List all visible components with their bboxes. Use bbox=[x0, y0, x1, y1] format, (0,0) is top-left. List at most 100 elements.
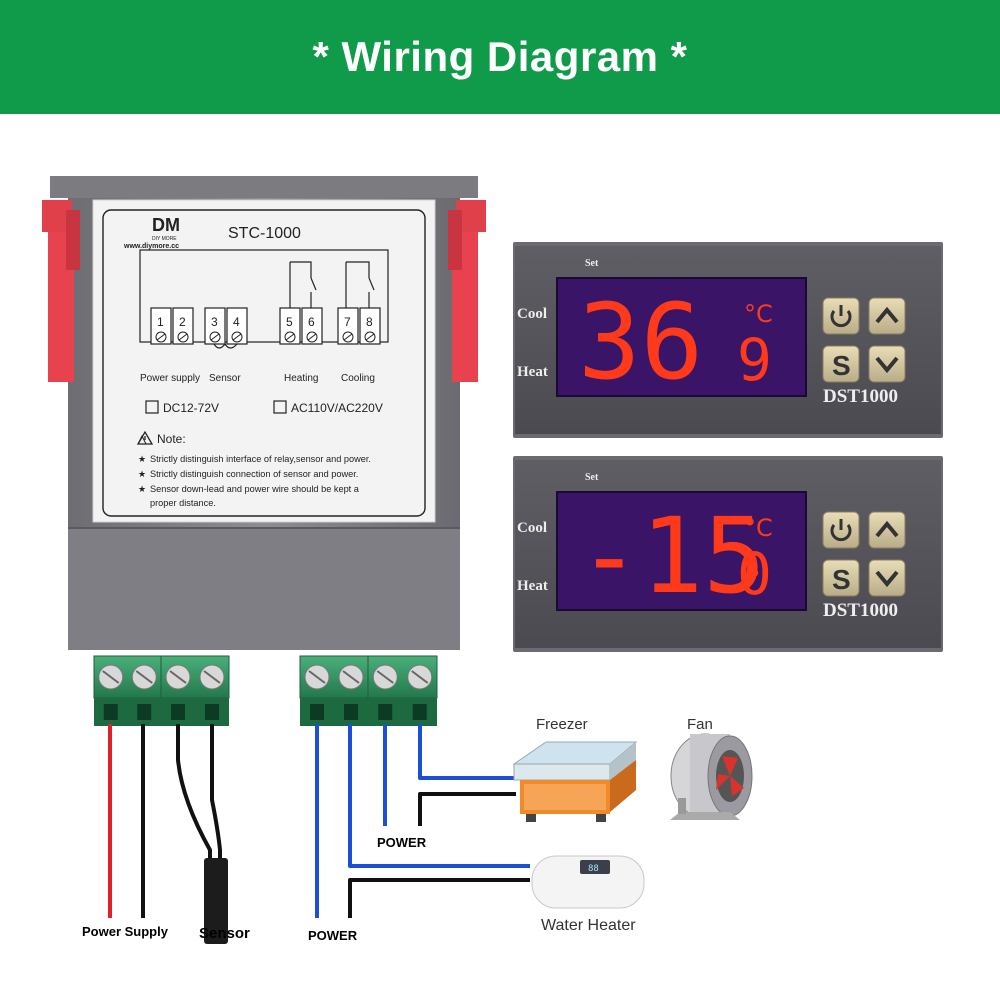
label-sensor-wire: Sensor bbox=[199, 925, 250, 942]
svg-text:★: ★ bbox=[138, 454, 146, 464]
power-icon bbox=[830, 519, 852, 542]
screw-terminals bbox=[93, 655, 438, 726]
screw-symbol bbox=[342, 331, 354, 343]
note-item: Strictly distinguish interface of relay,… bbox=[150, 454, 371, 464]
terminal-schematic bbox=[139, 249, 389, 343]
note-item: Strictly distinguish connection of senso… bbox=[150, 469, 358, 479]
brand-small: DIY MORE bbox=[152, 236, 177, 242]
controller-case-lower bbox=[68, 528, 460, 650]
brand-logo: DM bbox=[152, 215, 180, 235]
cool-label: Cool bbox=[517, 306, 547, 322]
svg-text:★: ★ bbox=[138, 469, 146, 479]
wire-heater-blue-2 bbox=[348, 724, 530, 868]
wire-slot bbox=[171, 704, 185, 720]
controller-model: STC-1000 bbox=[228, 225, 301, 242]
page-title: * Wiring Diagram * bbox=[312, 33, 688, 80]
temperature-reading: 36 bbox=[578, 281, 703, 403]
power-icon bbox=[830, 305, 852, 328]
screw-symbol bbox=[155, 331, 167, 343]
temperature-decimal: 0 bbox=[737, 540, 772, 608]
power-button[interactable] bbox=[822, 297, 860, 335]
chevron-up-icon bbox=[875, 520, 899, 538]
wire-slot bbox=[310, 704, 324, 720]
label-power-freezer: POWER bbox=[377, 835, 427, 850]
label-water-heater: Water Heater bbox=[541, 917, 636, 934]
wire-slot bbox=[344, 704, 358, 720]
power-button[interactable] bbox=[822, 511, 860, 549]
header-banner: * Wiring Diagram * bbox=[0, 0, 1000, 114]
terminal-number: 8 bbox=[366, 315, 373, 329]
note-title: Note: bbox=[157, 432, 186, 446]
wire-slot bbox=[412, 704, 427, 720]
wire-heater-black bbox=[348, 878, 530, 918]
terminal-number: 3 bbox=[211, 315, 218, 329]
wire-sensor-a bbox=[176, 724, 212, 870]
label-power-heater: POWER bbox=[308, 928, 358, 943]
lcd-screen bbox=[556, 491, 807, 611]
heat-label: Heat bbox=[517, 364, 548, 380]
set-label: Set bbox=[585, 258, 599, 269]
s-button[interactable]: S bbox=[822, 559, 860, 597]
label-cooling: Cooling bbox=[341, 373, 375, 384]
screw-symbol bbox=[177, 331, 189, 343]
label-sensor: Sensor bbox=[209, 373, 241, 384]
fan-image bbox=[670, 733, 753, 820]
wire-slot bbox=[378, 704, 393, 720]
voltage-ac: AC110V/AC220V bbox=[291, 401, 383, 415]
label-heating: Heating bbox=[284, 373, 318, 384]
label-freezer: Freezer bbox=[536, 716, 588, 733]
screw-symbol bbox=[364, 331, 376, 343]
terminal-number: 4 bbox=[233, 315, 240, 329]
temperature-probe bbox=[204, 858, 228, 944]
note-item: proper distance. bbox=[150, 498, 216, 508]
chevron-down-icon bbox=[875, 570, 899, 588]
screw-symbol bbox=[231, 331, 243, 343]
checkbox-dc bbox=[145, 400, 159, 414]
down-button[interactable] bbox=[868, 345, 906, 383]
controller-label-sticker bbox=[92, 199, 436, 523]
terminal-number: 2 bbox=[179, 315, 186, 329]
set-label: Set bbox=[585, 472, 599, 483]
stc1000-controller: DM DIY MORE www.diymore.cc STC-1000 1 2 3 4… bbox=[42, 176, 486, 650]
voltage-dc: DC12-72V bbox=[163, 401, 219, 415]
water-heater-image: 88 bbox=[531, 855, 645, 909]
right-mount-clip bbox=[448, 200, 486, 382]
s-label: S bbox=[832, 350, 851, 381]
note-item: Sensor down-lead and power wire should b… bbox=[150, 484, 360, 494]
terminal-number: 7 bbox=[344, 315, 351, 329]
down-button[interactable] bbox=[868, 559, 906, 597]
s-button[interactable]: S bbox=[822, 345, 860, 383]
terminal-number: 6 bbox=[308, 315, 315, 329]
chevron-up-icon bbox=[875, 306, 899, 324]
terminal-number: 1 bbox=[157, 315, 164, 329]
label-power-supply: Power supply bbox=[140, 373, 200, 384]
unit-label: °C bbox=[744, 514, 773, 542]
label-power-supply-wire: Power Supply bbox=[82, 924, 169, 939]
screw-symbol bbox=[306, 331, 318, 343]
label-fan: Fan bbox=[687, 716, 713, 733]
wire-freezer-blue-2 bbox=[418, 724, 516, 780]
brand-website: www.diymore.cc bbox=[123, 243, 179, 250]
display-model: DST1000 bbox=[823, 600, 898, 621]
freezer-image bbox=[512, 741, 638, 822]
unit-label: °C bbox=[744, 300, 773, 328]
up-button[interactable] bbox=[868, 511, 906, 549]
checkbox-ac bbox=[273, 400, 287, 414]
up-button[interactable] bbox=[868, 297, 906, 335]
wire-slot bbox=[137, 704, 152, 720]
wire-freezer-black bbox=[418, 792, 516, 826]
s-label: S bbox=[832, 564, 851, 595]
water-heater-readout: 88 bbox=[588, 864, 599, 874]
lcd-screen bbox=[556, 277, 807, 397]
sensor-symbol bbox=[213, 342, 238, 349]
chevron-down-icon bbox=[875, 356, 899, 374]
cool-label: Cool bbox=[517, 520, 547, 536]
controller-top-rim bbox=[50, 176, 478, 198]
left-mount-clip bbox=[42, 200, 80, 382]
screw-symbol bbox=[284, 331, 296, 343]
svg-text:★: ★ bbox=[138, 484, 146, 494]
